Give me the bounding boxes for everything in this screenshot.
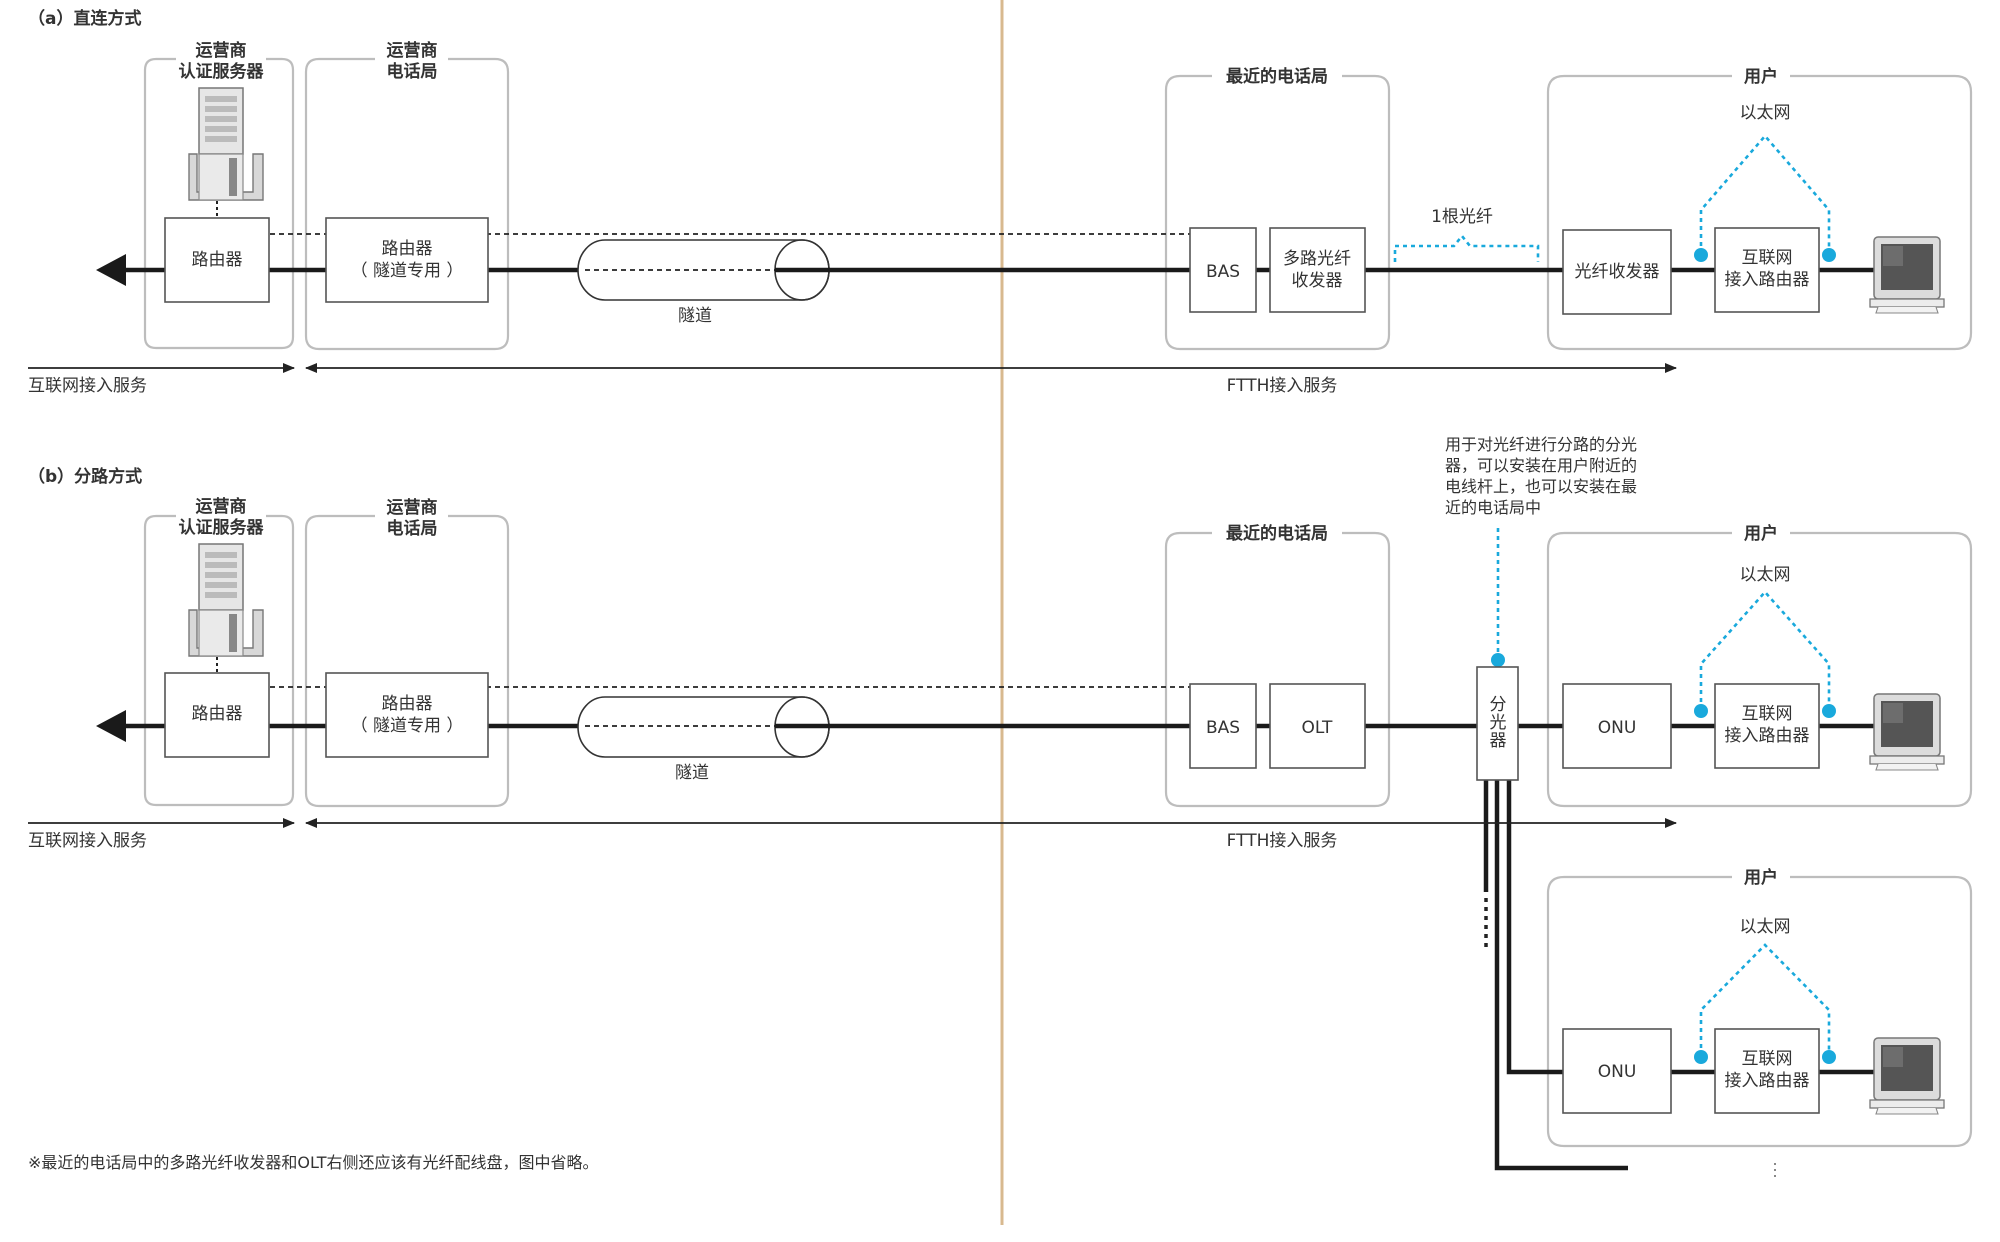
ethernet-label-a: 以太网: [1740, 103, 1791, 123]
fiber-label: 1根光纤: [1431, 207, 1493, 227]
svg-text:接入路由器: 接入路由器: [1725, 270, 1810, 290]
svg-text:认证服务器: 认证服务器: [179, 517, 265, 538]
router-tunnel-b: [325, 672, 489, 758]
computer-icon: [1869, 693, 1945, 771]
section-b-title: （b）分路方式: [28, 466, 142, 487]
olt: [1269, 683, 1366, 769]
svg-text:ONU: ONU: [1598, 1062, 1637, 1082]
svg-text:运营商: 运营商: [196, 496, 247, 517]
footnote: ※最近的电话局中的多路光纤收发器和OLT右侧还应该有光纤配线盘，图中省略。: [28, 1153, 599, 1172]
fiber-transceiver: [1562, 229, 1672, 315]
svg-text:接入路由器: 接入路由器: [1725, 1071, 1810, 1091]
isp-office-title-2: 电话局: [387, 61, 438, 82]
splitter-branch-3: [1494, 780, 1628, 1171]
svg-text:路由器: 路由器: [382, 694, 433, 714]
user-group-b1: [1546, 531, 1973, 808]
svg-text:以太网: 以太网: [1740, 565, 1791, 585]
svg-text:（ 隧道专用 ）: （ 隧道专用 ）: [351, 261, 464, 281]
svg-text:最近的电话局: 最近的电话局: [1226, 523, 1328, 544]
svg-text:互联网: 互联网: [1742, 248, 1793, 268]
computer-icon: [1869, 1037, 1945, 1115]
svg-text:光纤收发器: 光纤收发器: [1575, 262, 1660, 282]
server-icon: [188, 543, 264, 657]
svg-text:互联网: 互联网: [1742, 704, 1793, 724]
svg-text:器: 器: [1490, 731, 1507, 751]
arrow-left-icon: [96, 710, 126, 742]
computer-icon: [1869, 236, 1945, 314]
router-b: [164, 672, 270, 758]
svg-text:BAS: BAS: [1206, 262, 1240, 282]
isp-office-group: [304, 57, 510, 351]
isp-auth-title-1: 运营商: [196, 40, 247, 61]
user-group: [1546, 74, 1973, 351]
arrow-left-icon: [96, 254, 126, 286]
bas-a: [1189, 227, 1257, 313]
svg-text:用户: 用户: [1744, 867, 1778, 888]
fiber-brace: [1393, 233, 1540, 262]
user-title: 用户: [1744, 66, 1778, 87]
section-b: （b）分路方式 运营商 认证服务器 运营商 电话局 最近的电话局 用户 用户 隧…: [28, 435, 1973, 1180]
nearest-office-title: 最近的电话局: [1226, 66, 1328, 87]
onu-1: [1562, 683, 1672, 769]
svg-text:隧道: 隧道: [675, 763, 709, 783]
mux-transceiver: [1269, 227, 1366, 313]
isp-office-title-1: 运营商: [387, 40, 438, 61]
svg-text:运营商: 运营商: [387, 497, 438, 518]
ethernet-link-b2: [1699, 943, 1831, 1056]
svg-text:以太网: 以太网: [1740, 917, 1791, 937]
svg-text:接入路由器: 接入路由器: [1725, 726, 1810, 746]
router-a: [164, 217, 270, 303]
ftth-service-label-a: FTTH接入服务: [1227, 376, 1338, 396]
svg-text:OLT: OLT: [1302, 718, 1334, 738]
svg-text:BAS: BAS: [1206, 718, 1240, 738]
svg-text:电话局: 电话局: [387, 518, 438, 539]
bas-b: [1189, 683, 1257, 769]
splitter-note-2: 器，可以安装在用户附近的: [1445, 456, 1637, 475]
isp-auth-group: [143, 57, 295, 350]
isp-auth-title-2: 认证服务器: [179, 61, 265, 82]
section-a-title: （a）直连方式: [28, 8, 141, 29]
internet-service-label-a: 互联网接入服务: [28, 376, 147, 396]
tunnel-label-a: 隧道: [678, 306, 712, 326]
server-icon: [188, 87, 264, 201]
svg-text:光: 光: [1490, 713, 1507, 733]
nearest-office-group-b: [1164, 531, 1391, 808]
svg-text:互联网: 互联网: [1742, 1049, 1793, 1069]
splitter-note-3: 电线杆上，也可以安装在最: [1445, 477, 1637, 496]
section-a: （a）直连方式 运营商 认证服务器 运营商 电话局 最近的电话局 用户 隧道 路…: [28, 8, 1973, 396]
svg-text:路由器: 路由器: [192, 704, 243, 724]
svg-text:分: 分: [1490, 695, 1507, 715]
svg-text:多路光纤: 多路光纤: [1283, 249, 1351, 269]
splitter-note-4: 近的电话局中: [1445, 498, 1541, 517]
svg-text:（ 隧道专用 ）: （ 隧道专用 ）: [351, 716, 464, 736]
splitter: [1476, 666, 1519, 781]
splitter-branch-2: [1506, 780, 1567, 1075]
svg-text:互联网接入服务: 互联网接入服务: [28, 831, 147, 851]
home-router-a: [1714, 227, 1820, 313]
home-router-b1: [1714, 683, 1820, 769]
svg-text:用户: 用户: [1744, 523, 1778, 544]
svg-text:ONU: ONU: [1598, 718, 1637, 738]
home-router-b2: [1714, 1028, 1820, 1114]
svg-text:路由器: 路由器: [192, 250, 243, 270]
svg-text:路由器: 路由器: [382, 239, 433, 259]
svg-text:收发器: 收发器: [1292, 271, 1343, 291]
router-tunnel-a: [325, 217, 489, 303]
isp-auth-group-b: [143, 514, 295, 807]
svg-text:FTTH接入服务: FTTH接入服务: [1227, 831, 1338, 851]
nearest-office-group: [1164, 74, 1391, 351]
onu-2: [1562, 1028, 1672, 1114]
user-group-b2: [1546, 875, 1973, 1148]
isp-office-group-b: [304, 514, 510, 808]
splitter-note-1: 用于对光纤进行分路的分光: [1445, 435, 1637, 454]
